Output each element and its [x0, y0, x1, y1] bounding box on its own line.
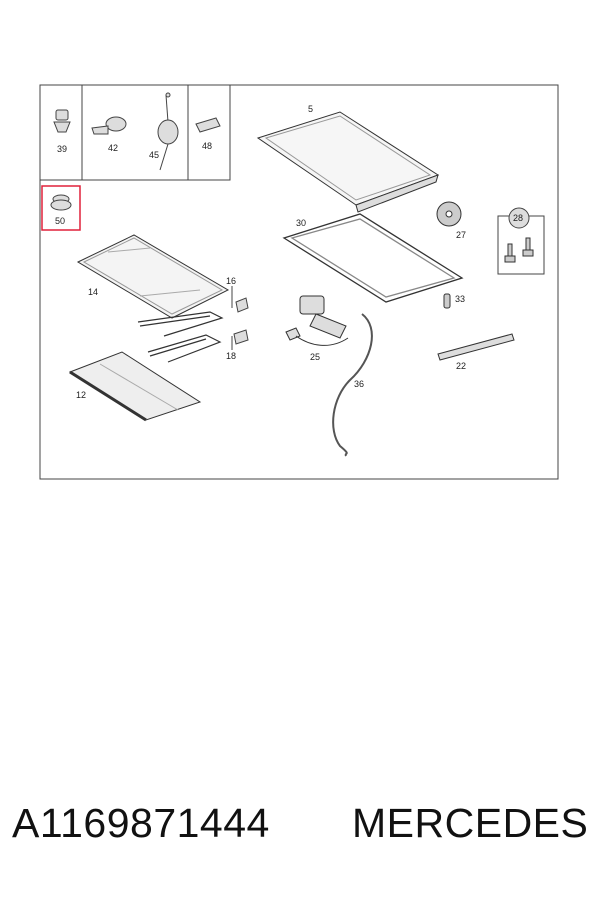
callout-39: 39: [57, 144, 67, 154]
callout-18: 18: [226, 351, 236, 361]
callout-14: 14: [88, 287, 98, 297]
callout-bubble-28: [508, 207, 530, 229]
drain-hose-part-36: [332, 313, 373, 457]
callout-48: 48: [202, 141, 212, 151]
bolts-part-28: [504, 237, 534, 263]
callout-36: 36: [354, 379, 364, 389]
seal-part-18: [147, 334, 222, 363]
clip-part-16: [233, 297, 249, 345]
diagram-frame: [39, 84, 559, 480]
parts-diagram: 39 42 45 48 50 14: [39, 84, 559, 480]
sunshade-part-12: [68, 351, 202, 422]
screw-part-33: [443, 293, 451, 309]
roof-panel-part-5: [256, 111, 440, 213]
callout-42: 42: [108, 143, 118, 153]
rail-part-22: [437, 333, 515, 361]
glass-panel-part-14: [76, 234, 230, 319]
brand-name: MERCEDES: [352, 800, 589, 846]
gear-part-27: [436, 201, 462, 227]
seal-part-16: [137, 311, 224, 337]
callout-16: 16: [226, 276, 236, 286]
plug-part-50: [50, 194, 72, 211]
clip-part-39: [53, 109, 71, 133]
callout-45: 45: [149, 150, 159, 160]
bracket-part-48: [195, 117, 221, 133]
callout-28: 28: [513, 213, 523, 223]
callout-22: 22: [456, 361, 466, 371]
callout-25: 25: [310, 352, 320, 362]
callout-30: 30: [296, 218, 306, 228]
motor-part-25: [285, 295, 349, 346]
callout-12: 12: [76, 390, 86, 400]
grommet-part-45: [157, 92, 179, 171]
callout-50: 50: [55, 216, 65, 226]
callout-5: 5: [308, 104, 313, 114]
inset-box-group: [39, 84, 231, 181]
cable-tie-part-42: [91, 116, 127, 135]
caption: A1169871444 MERCEDES: [0, 800, 600, 870]
callout-33: 33: [455, 294, 465, 304]
highlight-box-50: [41, 185, 81, 231]
callout-27: 27: [456, 230, 466, 240]
frame-part-30: [282, 213, 464, 303]
part-number: A1169871444: [12, 800, 270, 846]
